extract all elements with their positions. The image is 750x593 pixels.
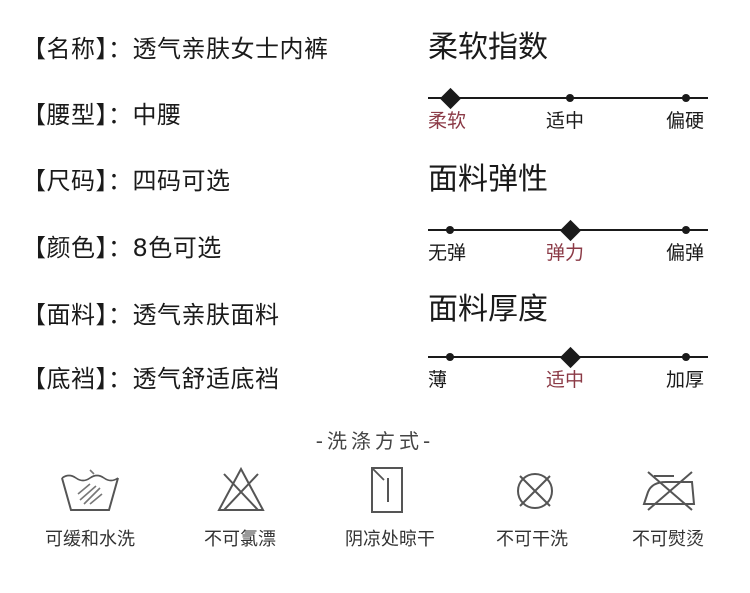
scale-label: 无弹 — [428, 242, 467, 264]
spec-key: 【颜色】 — [22, 234, 108, 262]
spec-key: 【面料】 — [22, 301, 108, 329]
scale-dot-marker — [682, 94, 690, 102]
shade-dry-icon — [371, 467, 403, 513]
spec-name: 【名称】：透气亲肤女士内裤 — [22, 34, 329, 64]
spec-key: 【名称】 — [22, 35, 108, 63]
spec-separator: ： — [108, 35, 133, 63]
no-dry-clean-icon — [517, 473, 553, 509]
spec-separator: ： — [108, 101, 133, 129]
scale-label: 偏弹 — [666, 242, 705, 264]
selected-diamond-marker — [559, 346, 581, 368]
care-label: 不可干洗 — [496, 529, 568, 550]
scale-title: 柔软指数 — [428, 30, 548, 65]
scale-label: 加厚 — [666, 369, 705, 391]
scale-label: 薄 — [428, 369, 448, 391]
spec-value: 8色可选 — [132, 234, 222, 262]
spec-waist: 【腰型】：中腰 — [22, 100, 182, 130]
selected-diamond-marker — [439, 87, 461, 109]
washing-title: -洗涤方式- — [315, 429, 435, 453]
spec-key: 【尺码】 — [22, 167, 108, 195]
scale-label: 柔软 — [428, 110, 467, 132]
spec-value: 透气舒适底裆 — [132, 365, 280, 393]
spec-gusset: 【底裆】：透气舒适底裆 — [22, 364, 280, 394]
spec-size: 【尺码】：四码可选 — [22, 166, 231, 196]
scale-dot-marker — [682, 226, 690, 234]
no-bleach-icon — [217, 466, 265, 511]
spec-value: 透气亲肤女士内裤 — [132, 35, 329, 63]
spec-value: 透气亲肤面料 — [132, 301, 280, 329]
scale-dot-marker — [682, 353, 690, 361]
scale-label: 弹力 — [546, 242, 585, 264]
scale-title: 面料厚度 — [428, 292, 548, 327]
spec-value: 中腰 — [132, 101, 182, 129]
spec-separator: ： — [108, 365, 133, 393]
scale-label: 适中 — [546, 110, 585, 132]
spec-key: 【腰型】 — [22, 101, 108, 129]
spec-value: 四码可选 — [132, 167, 231, 195]
hand-wash-icon — [61, 469, 119, 511]
no-iron-icon — [642, 471, 696, 511]
spec-separator: ： — [108, 234, 133, 262]
selected-diamond-marker — [559, 219, 581, 241]
care-label: 不可氯漂 — [204, 529, 276, 550]
spec-fabric: 【面料】：透气亲肤面料 — [22, 300, 280, 330]
spec-separator: ： — [108, 167, 133, 195]
care-label: 可缓和水洗 — [45, 529, 135, 550]
scale-title: 面料弹性 — [428, 162, 548, 197]
care-label: 不可熨烫 — [632, 529, 704, 550]
scale-label: 适中 — [546, 369, 585, 391]
scale-label: 偏硬 — [666, 110, 705, 132]
care-label: 阴凉处晾干 — [345, 529, 435, 550]
scale-dot-marker — [566, 94, 574, 102]
spec-key: 【底裆】 — [22, 365, 108, 393]
spec-color: 【颜色】：8色可选 — [22, 233, 222, 263]
scale-dot-marker — [446, 353, 454, 361]
spec-separator: ： — [108, 301, 133, 329]
scale-dot-marker — [446, 226, 454, 234]
